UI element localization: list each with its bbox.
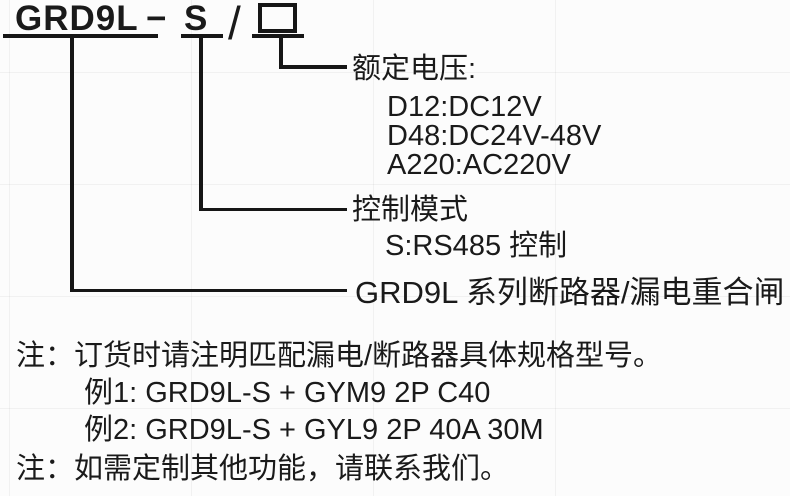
underline-voltage-code <box>252 34 304 38</box>
connector-control-arm <box>199 207 347 211</box>
rated-voltage-label: 额定电压: <box>352 53 477 85</box>
model-series-code: GRD9L <box>15 0 139 38</box>
connector-voltage-arm <box>279 65 347 69</box>
model-dash: − <box>146 0 168 38</box>
model-control-code: S <box>184 0 209 38</box>
connector-series-arm <box>70 288 347 292</box>
voltage-code-placeholder-box <box>258 3 297 33</box>
control-mode-option-s: S:RS485 控制 <box>385 230 568 262</box>
series-description-label: GRD9L 系列断路器/漏电重合闸 <box>355 275 785 310</box>
order-example-1: 例1: GRD9L-S + GYM9 2P C40 <box>84 377 491 409</box>
control-mode-label: 控制模式 <box>352 194 469 226</box>
underline-series-code <box>3 34 158 38</box>
connector-voltage-stem <box>279 34 283 69</box>
rated-voltage-option-d12: D12:DC12V <box>387 91 542 123</box>
model-separator-slash: / <box>228 0 241 49</box>
rated-voltage-option-a220: A220:AC220V <box>387 149 571 181</box>
rated-voltage-option-d48: D48:DC24V-48V <box>387 120 602 152</box>
connector-series-stem <box>70 34 74 292</box>
custom-function-note: 注：如需定制其他功能，请联系我们。 <box>16 453 510 485</box>
connector-control-stem <box>199 34 203 211</box>
order-note-line: 注：订货时请注明匹配漏电/断路器具体规格型号。 <box>16 340 663 372</box>
order-example-2: 例2: GRD9L-S + GYL9 2P 40A 30M <box>84 414 544 446</box>
